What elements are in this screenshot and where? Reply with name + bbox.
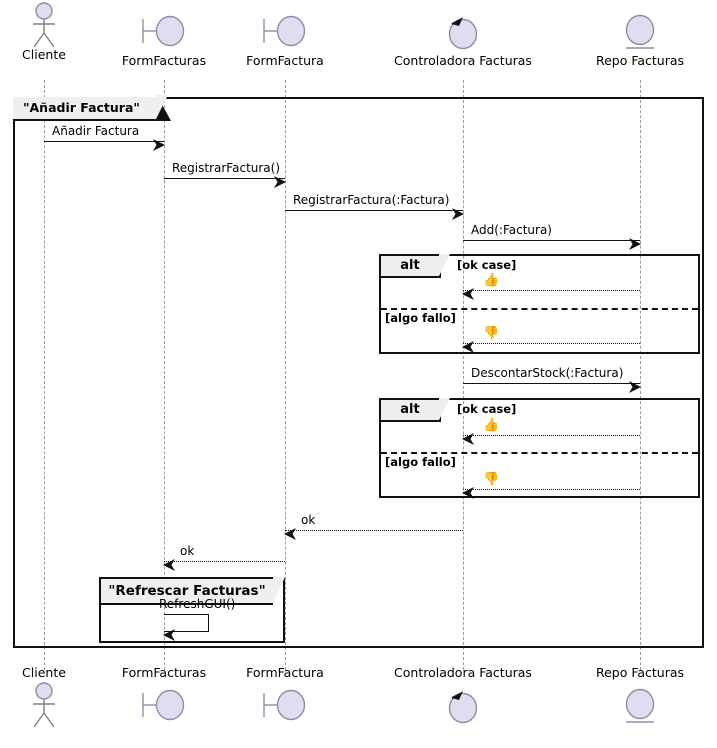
- message-label-m10: ok: [301, 513, 316, 527]
- message-line-m9: [463, 489, 640, 490]
- fragment-operator-alt1: alt: [381, 254, 450, 278]
- entity-icon: [623, 14, 657, 50]
- participant-head-glyph-controladora: [373, 8, 553, 54]
- self-message-box: [164, 614, 209, 632]
- arrowhead-icon: [462, 430, 474, 445]
- boundary-icon: [262, 688, 308, 722]
- entity-icon: [623, 688, 657, 724]
- message-label-m1: Añadir Factura: [52, 124, 140, 138]
- boundary-icon: [141, 688, 187, 722]
- fragment-operator-alt2: alt: [381, 398, 450, 422]
- participant-foot-controladora: Controladora Facturas: [373, 666, 553, 728]
- participant-head-glyph-formfactura: [195, 8, 375, 54]
- participant-foot-glyph-cliente: [0, 682, 134, 728]
- message-line-m2: [164, 178, 285, 179]
- thumbs-down-icon: 👎: [483, 472, 500, 487]
- participant-foot-glyph-repo: [550, 682, 717, 728]
- participant-foot-label-formfacturas: FormFacturas: [121, 665, 207, 680]
- self-message-label: RefreshGUI(): [159, 597, 236, 611]
- lifeline-formfactura: [285, 80, 286, 670]
- sd-frame: [13, 97, 704, 648]
- participant-head-glyph-repo: [550, 8, 717, 54]
- sd-frame-label: "Añadir Factura": [13, 95, 168, 121]
- boundary-icon: [262, 14, 308, 48]
- participant-head-repo: Repo Facturas: [550, 8, 717, 68]
- arrowhead-icon: [274, 173, 286, 188]
- thumbs-up-icon: 👍: [483, 273, 500, 288]
- control-icon: [446, 14, 480, 50]
- participant-head-label-repo: Repo Facturas: [595, 53, 685, 68]
- arrowhead-icon: [462, 285, 474, 300]
- arrowhead-icon: [153, 136, 165, 151]
- lifeline-repo: [640, 80, 641, 670]
- message-line-m3: [285, 210, 463, 211]
- fragment-guard-alt2-0: [ok case]: [457, 402, 517, 416]
- fragment-label-refrescar: "Refrescar Facturas": [101, 577, 285, 605]
- actor-icon: [28, 682, 60, 728]
- fragment-refrescar: [99, 577, 285, 643]
- thumbs-down-icon: 👎: [483, 326, 500, 341]
- thumbs-up-icon: 👍: [483, 418, 500, 433]
- lifeline-cliente: [44, 80, 45, 670]
- fragment-guard-alt2-1: [algo fallo]: [385, 455, 456, 469]
- participant-head-formfactura: FormFactura: [195, 8, 375, 68]
- arrowhead-icon: [462, 484, 474, 499]
- message-label-m2: RegistrarFactura(): [172, 161, 281, 175]
- message-line-m5: [463, 290, 640, 291]
- fragment-guard-alt1-0: [ok case]: [457, 258, 517, 272]
- arrowhead-icon: [629, 378, 641, 393]
- participant-head-label-formfactura: FormFactura: [246, 53, 324, 68]
- participant-foot-label-controladora: Controladora Facturas: [394, 665, 532, 680]
- participant-foot-formfacturas: FormFacturas: [74, 666, 254, 728]
- message-label-m7: DescontarStock(:Factura): [471, 366, 624, 380]
- fragment-divider-alt1: [381, 308, 698, 310]
- message-line-m7: [463, 383, 640, 384]
- lifeline-formfacturas: [164, 80, 165, 670]
- fragment-alt1: [379, 254, 700, 354]
- arrowhead-icon: [163, 626, 175, 641]
- message-line-m11: [164, 561, 285, 562]
- fragment-alt2: [379, 398, 700, 498]
- arrowhead-icon: [452, 205, 464, 220]
- participant-head-glyph-cliente: [0, 2, 134, 48]
- message-label-m3: RegistrarFactura(:Factura): [293, 193, 450, 207]
- arrowhead-icon: [284, 525, 296, 540]
- participant-foot-glyph-controladora: [373, 682, 553, 728]
- participant-foot-glyph-formfactura: [195, 682, 375, 728]
- participant-foot-glyph-formfacturas: [74, 682, 254, 728]
- boundary-icon: [141, 14, 187, 48]
- participant-foot-label-repo: Repo Facturas: [595, 665, 685, 680]
- lifeline-controladora: [463, 80, 464, 670]
- message-line-m6: [463, 343, 640, 344]
- participant-foot-cliente: Cliente: [0, 666, 134, 728]
- arrowhead-icon: [462, 338, 474, 353]
- arrowhead-icon: [163, 556, 175, 571]
- participant-head-formfacturas: FormFacturas: [74, 8, 254, 68]
- participant-foot-label-formfactura: FormFactura: [246, 665, 324, 680]
- participant-head-controladora: Controladora Facturas: [373, 8, 553, 68]
- participant-head-cliente: Cliente: [0, 2, 134, 62]
- participant-foot-label-cliente: Cliente: [22, 665, 66, 680]
- arrowhead-icon: [629, 235, 641, 250]
- actor-icon: [28, 2, 60, 48]
- message-line-m10: [285, 530, 463, 531]
- fragment-divider-alt2: [381, 452, 698, 454]
- fragment-guard-alt1-1: [algo fallo]: [385, 311, 456, 325]
- message-label-m4: Add(:Factura): [471, 223, 552, 237]
- participant-head-label-controladora: Controladora Facturas: [394, 53, 532, 68]
- participant-head-label-cliente: Cliente: [22, 47, 66, 62]
- message-line-m8: [463, 435, 640, 436]
- message-line-m1: [44, 141, 164, 142]
- participant-head-label-formfacturas: FormFacturas: [121, 53, 207, 68]
- control-icon: [446, 688, 480, 724]
- participant-head-glyph-formfacturas: [74, 8, 254, 54]
- participant-foot-repo: Repo Facturas: [550, 666, 717, 728]
- message-label-m11: ok: [180, 544, 195, 558]
- message-line-m4: [463, 240, 640, 241]
- participant-foot-formfactura: FormFactura: [195, 666, 375, 728]
